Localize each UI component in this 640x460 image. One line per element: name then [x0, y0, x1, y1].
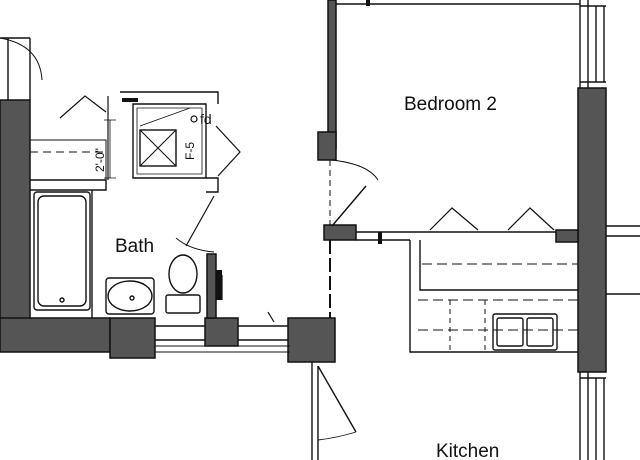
wall-bath-partition: [206, 253, 217, 319]
bath-door-arc: [175, 237, 215, 253]
wall-bath-bottom-right: [287, 317, 336, 363]
bath-bottom-jamb-lines: [155, 345, 290, 353]
wall-bedroom-left-jamb: [317, 131, 337, 161]
plumbing-mark: [221, 275, 275, 323]
kitchen-door-leaf: [317, 365, 357, 433]
sink-counter: [105, 277, 155, 315]
closet-inner-box-inner: [136, 107, 203, 175]
walls: [0, 0, 607, 373]
closet-bifold: [215, 125, 241, 177]
kitchen-sink-outer: [492, 313, 558, 351]
shaft-box: [139, 129, 177, 167]
wall-left-bottom: [0, 317, 111, 353]
bath-right-upper: [206, 177, 219, 193]
closet-door-swing: [59, 95, 109, 180]
shaft-cross: [139, 129, 177, 167]
wall-right-jamb: [555, 229, 579, 243]
bathtub-outer: [33, 191, 91, 311]
wall-right-stub: [606, 225, 640, 295]
door-top-left-swing: [0, 37, 43, 81]
bedroom-closet-bifold-right: [507, 207, 555, 231]
bedroom-closet-bifold-left: [429, 207, 479, 231]
wall-bedroom-door-jamb: [323, 224, 357, 241]
wall-bath-bottom-left: [109, 317, 156, 359]
dimension-label: 2'-0": [93, 148, 107, 172]
bedroom-closet-wall: [356, 231, 556, 241]
bath-door-swing: [185, 195, 215, 247]
room-label-kitchen: Kitchen: [436, 441, 499, 460]
kitchen-upper-cabinet: [409, 240, 578, 353]
floor-drain-icon: [190, 115, 198, 123]
duct-tag-label: F-5: [183, 142, 197, 160]
bathtub-drain: [59, 297, 65, 303]
bathtub-inner: [37, 195, 87, 307]
wall-left-exterior: [0, 99, 31, 331]
bath-top-wall: [30, 179, 107, 191]
sink-basin: [107, 280, 153, 312]
duct-diagonal: [139, 107, 191, 127]
toilet-bowl: [168, 254, 198, 294]
floor-drain-label: fd: [200, 111, 212, 127]
kitchen-sink-left: [496, 317, 524, 347]
wall-ticks: [122, 0, 382, 300]
wall-right-exterior: [577, 87, 607, 373]
door-top-left-frame: [0, 37, 31, 100]
kitchen-door-arc: [317, 431, 357, 441]
toilet-tank: [165, 294, 201, 314]
kitchen-sink-right: [526, 317, 554, 347]
kitchen-door-frame: [311, 362, 319, 460]
bath-bottom-opening: [155, 325, 288, 341]
sink-drain: [129, 295, 135, 301]
window-right-upper: [579, 0, 606, 88]
bedroom-door-leaf: [331, 185, 367, 227]
wall-bath-bottom-mid: [204, 317, 239, 347]
closet-top-wall: [120, 91, 219, 104]
room-label-bath: Bath: [115, 236, 154, 257]
room-label-bedroom-2: Bedroom 2: [404, 94, 497, 115]
wall-bedroom-left: [327, 0, 337, 149]
window-right-lower: [579, 372, 606, 460]
bedroom-door-arc: [331, 159, 379, 181]
kitchen-counter-dividers: [449, 300, 486, 352]
